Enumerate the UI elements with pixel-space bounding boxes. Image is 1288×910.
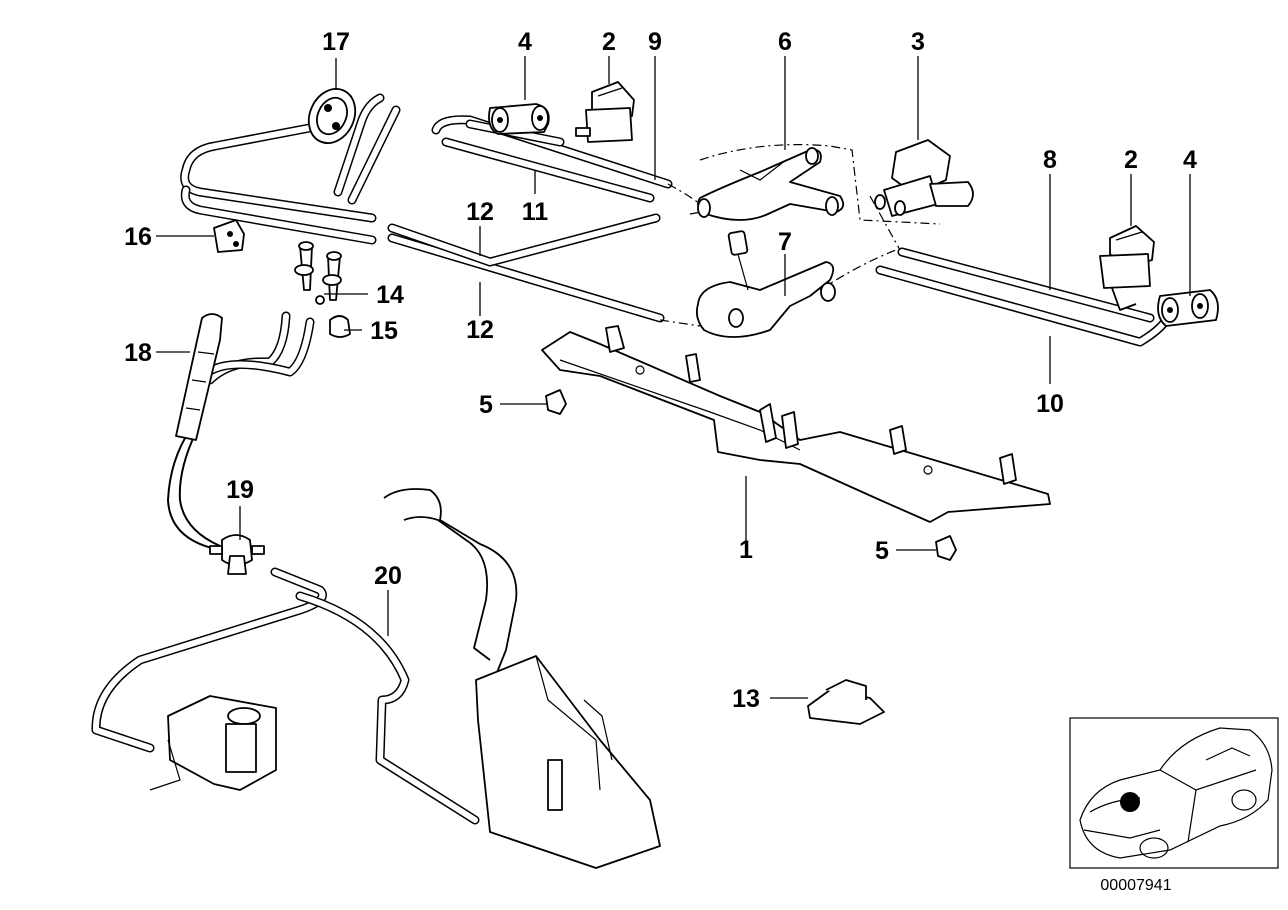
callout-16: 16	[124, 223, 152, 251]
part-15-grommet	[329, 315, 351, 338]
callout-4-top: 4	[518, 28, 532, 56]
callout-12-lower: 12	[466, 316, 494, 344]
part-18-valve	[209, 534, 265, 575]
callout-2-right: 2	[1124, 146, 1138, 174]
part-5-clips	[545, 389, 957, 561]
callout-5-left: 5	[479, 391, 493, 419]
part-2-top-valve	[575, 81, 635, 143]
callout-11: 11	[522, 198, 549, 226]
callout-6: 6	[778, 28, 792, 56]
vehicle-locator-inset	[1069, 717, 1279, 869]
callout-12-upper: 12	[466, 198, 494, 226]
small-reservoir	[149, 695, 277, 791]
callout-18: 19	[226, 476, 254, 504]
callout-19: 20	[374, 562, 402, 590]
callout-2-top: 2	[602, 28, 616, 56]
part-14-fittings	[294, 241, 342, 305]
callout-labels: 17 4 2 9 6 3 7 8 2 4 10 11 12 12 16 14 1…	[124, 28, 1197, 713]
part-13-grommet	[307, 88, 357, 144]
hose-lines	[91, 93, 1171, 825]
callout-7: 7	[778, 228, 792, 256]
callout-1: 1	[739, 536, 753, 564]
part-20-clip	[807, 679, 885, 725]
callout-20: 13	[732, 685, 760, 713]
part-17-nozzle-holder	[175, 313, 223, 441]
callout-10: 10	[1036, 390, 1064, 418]
part-7-y-connector	[695, 230, 836, 338]
callout-9: 9	[648, 28, 662, 56]
part-2-right-valve	[1099, 225, 1155, 311]
callout-15: 15	[370, 317, 398, 345]
callout-4-right: 4	[1183, 146, 1197, 174]
part-6-y-connector	[697, 147, 845, 221]
callout-13: 17	[322, 28, 350, 56]
callout-17: 18	[124, 339, 152, 367]
callout-14: 14	[376, 281, 404, 309]
part-4-right-check-valve	[1157, 289, 1219, 327]
part-4-top-check-valve	[488, 103, 550, 135]
locator-dot	[1120, 792, 1140, 812]
callout-8: 8	[1043, 146, 1057, 174]
part-1-bracket	[541, 325, 1051, 523]
part-3-solenoid-valve	[874, 139, 974, 217]
part-16-clip	[213, 219, 245, 253]
washer-reservoir	[383, 488, 661, 869]
callout-3: 3	[911, 28, 925, 56]
callout-5-right: 5	[875, 537, 889, 565]
leader-lines	[156, 56, 1191, 699]
diagram-reference-number: 00007941	[1100, 877, 1171, 894]
